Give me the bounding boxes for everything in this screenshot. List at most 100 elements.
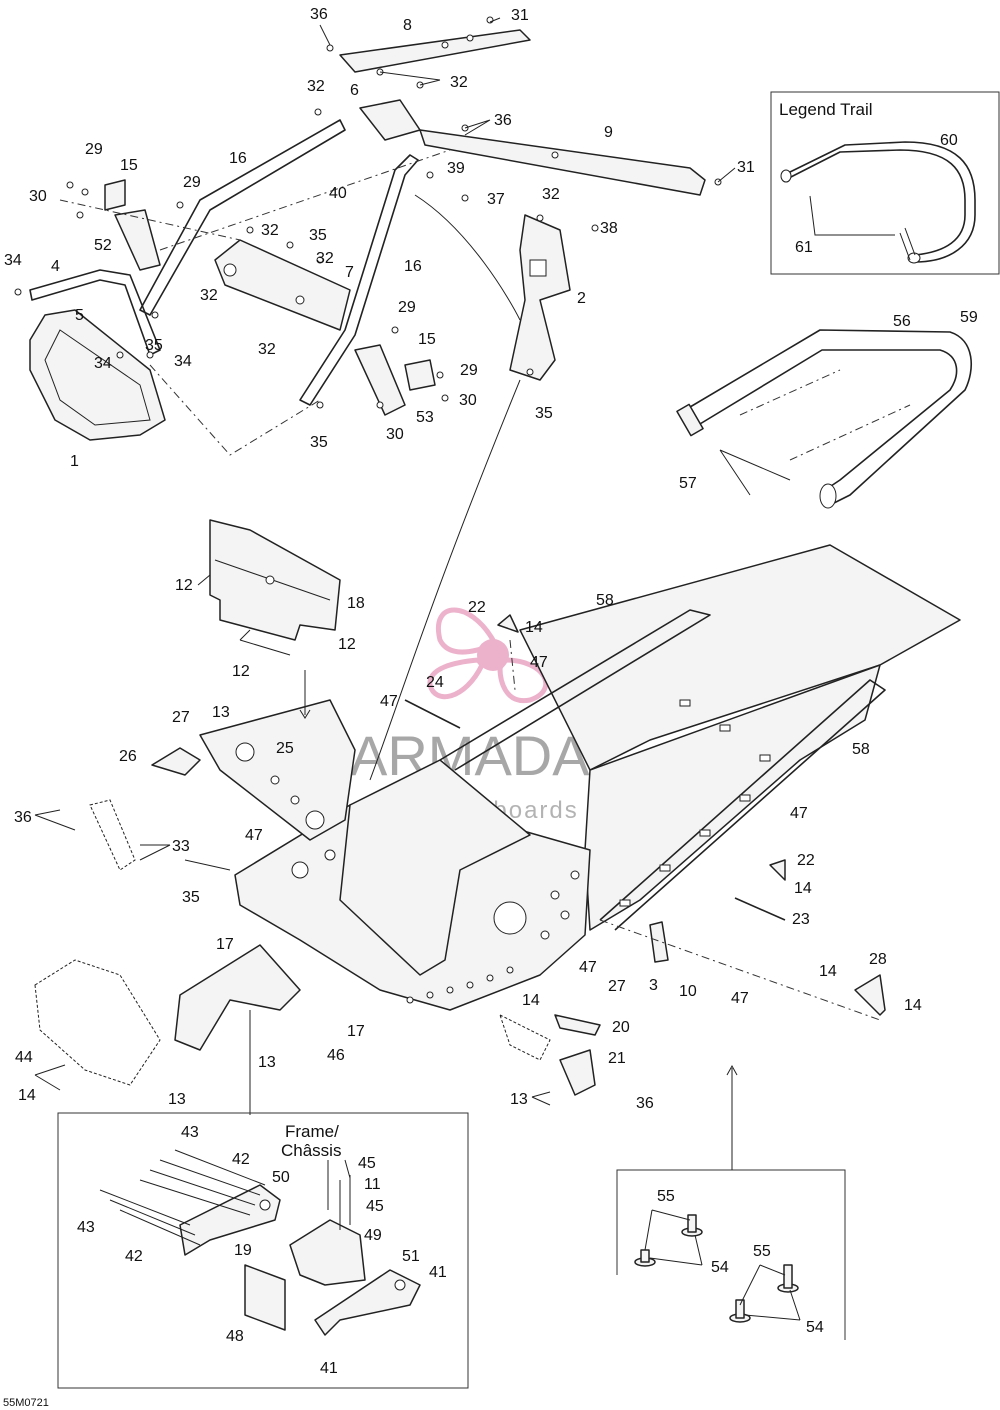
callout-47: 47 [380, 693, 398, 710]
callout-44: 44 [15, 1049, 33, 1066]
callout-17: 17 [216, 936, 234, 953]
callout-26: 26 [119, 748, 137, 765]
callout-36: 36 [310, 6, 328, 23]
callout-32: 32 [450, 74, 468, 91]
callout-35: 35 [535, 405, 553, 422]
callout-13: 13 [510, 1091, 528, 1108]
front-suspension [34, 799, 601, 1115]
part-8-bar [339, 29, 531, 73]
part-53-bracket [354, 344, 406, 416]
callout-32: 32 [258, 341, 276, 358]
callout-8: 8 [403, 17, 412, 34]
part-52-bracket [114, 209, 161, 271]
callout-27: 27 [608, 978, 626, 995]
callout-12: 12 [175, 577, 193, 594]
callout-14: 14 [819, 963, 837, 980]
callout-19: 19 [234, 1242, 252, 1259]
front-mount [174, 944, 301, 1051]
callout-59: 59 [960, 309, 978, 326]
feet-inset-box [616, 1169, 846, 1340]
callout-15: 15 [418, 331, 436, 348]
legend-trail-box [770, 91, 1000, 275]
part-2-side-panel [509, 214, 571, 381]
callout-14: 14 [794, 880, 812, 897]
part-22-bracket-side [769, 859, 786, 881]
callout-47: 47 [579, 959, 597, 976]
callout-32: 32 [200, 287, 218, 304]
callout-25: 25 [276, 740, 294, 757]
callout-34: 34 [4, 252, 22, 269]
callout-37: 37 [487, 191, 505, 208]
callout-14: 14 [522, 992, 540, 1009]
callout-49: 49 [364, 1227, 382, 1244]
callout-30: 30 [459, 392, 477, 409]
part-22-bracket-top [497, 614, 519, 633]
frame-inset-box [57, 1112, 469, 1389]
part-1-front-housing [29, 309, 166, 441]
callout-47: 47 [530, 654, 548, 671]
callout-35: 35 [309, 227, 327, 244]
callout-40: 40 [329, 185, 347, 202]
callout-16: 16 [229, 150, 247, 167]
part-15-plate-left [104, 179, 126, 211]
callout-55: 55 [753, 1243, 771, 1260]
part-24-strip [404, 699, 461, 729]
callout-30: 30 [386, 426, 404, 443]
part-16-right-tube [299, 154, 419, 406]
firewall [339, 759, 531, 976]
callout-2: 2 [577, 290, 586, 307]
callout-3: 3 [649, 977, 658, 994]
upper-bolts [14, 16, 722, 409]
callout-57: 57 [679, 475, 697, 492]
callout-34: 34 [174, 353, 192, 370]
callout-15: 15 [120, 157, 138, 174]
callout-7: 7 [345, 264, 354, 281]
callout-36: 36 [636, 1095, 654, 1112]
callout-29: 29 [398, 299, 416, 316]
callout-13: 13 [258, 1054, 276, 1071]
callout-17: 17 [347, 1023, 365, 1040]
callout-51: 51 [402, 1248, 420, 1265]
callout-58: 58 [596, 592, 614, 609]
part-60-handle [784, 149, 966, 256]
callout-35: 35 [145, 337, 163, 354]
part-15-plate-right [404, 359, 436, 391]
callout-47: 47 [245, 827, 263, 844]
callout-48: 48 [226, 1328, 244, 1345]
part-23-strip [734, 897, 786, 921]
callout-27: 27 [172, 709, 190, 726]
part-25-mount [199, 699, 356, 841]
callout-29: 29 [85, 141, 103, 158]
callout-61: 61 [795, 239, 813, 256]
callout-24: 24 [426, 674, 444, 691]
callout-32: 32 [307, 78, 325, 95]
callout-32: 32 [316, 250, 334, 267]
main-chassis-tunnel [151, 379, 961, 1021]
callout-45: 45 [358, 1155, 376, 1172]
callout-35: 35 [182, 889, 200, 906]
callout-13: 13 [212, 704, 230, 721]
callout-30: 30 [29, 188, 47, 205]
callout-29: 29 [183, 174, 201, 191]
callout-42: 42 [125, 1248, 143, 1265]
callout-29: 29 [460, 362, 478, 379]
callout-35: 35 [310, 434, 328, 451]
callout-6: 6 [350, 82, 359, 99]
callout-32: 32 [542, 186, 560, 203]
part-48-plate [244, 1264, 286, 1331]
callout-22: 22 [468, 599, 486, 616]
callout-10: 10 [679, 983, 697, 1000]
callout-12: 12 [338, 636, 356, 653]
callout-45: 45 [366, 1198, 384, 1215]
callout-41: 41 [429, 1264, 447, 1281]
callout-39: 39 [447, 160, 465, 177]
part-26-bracket [151, 747, 201, 776]
callout-42: 42 [232, 1151, 250, 1168]
callout-21: 21 [608, 1050, 626, 1067]
part-7-crossmember [214, 239, 351, 331]
callout-53: 53 [416, 409, 434, 426]
tunnel-holes [291, 699, 771, 1004]
callout-58: 58 [852, 741, 870, 758]
callout-28: 28 [869, 951, 887, 968]
